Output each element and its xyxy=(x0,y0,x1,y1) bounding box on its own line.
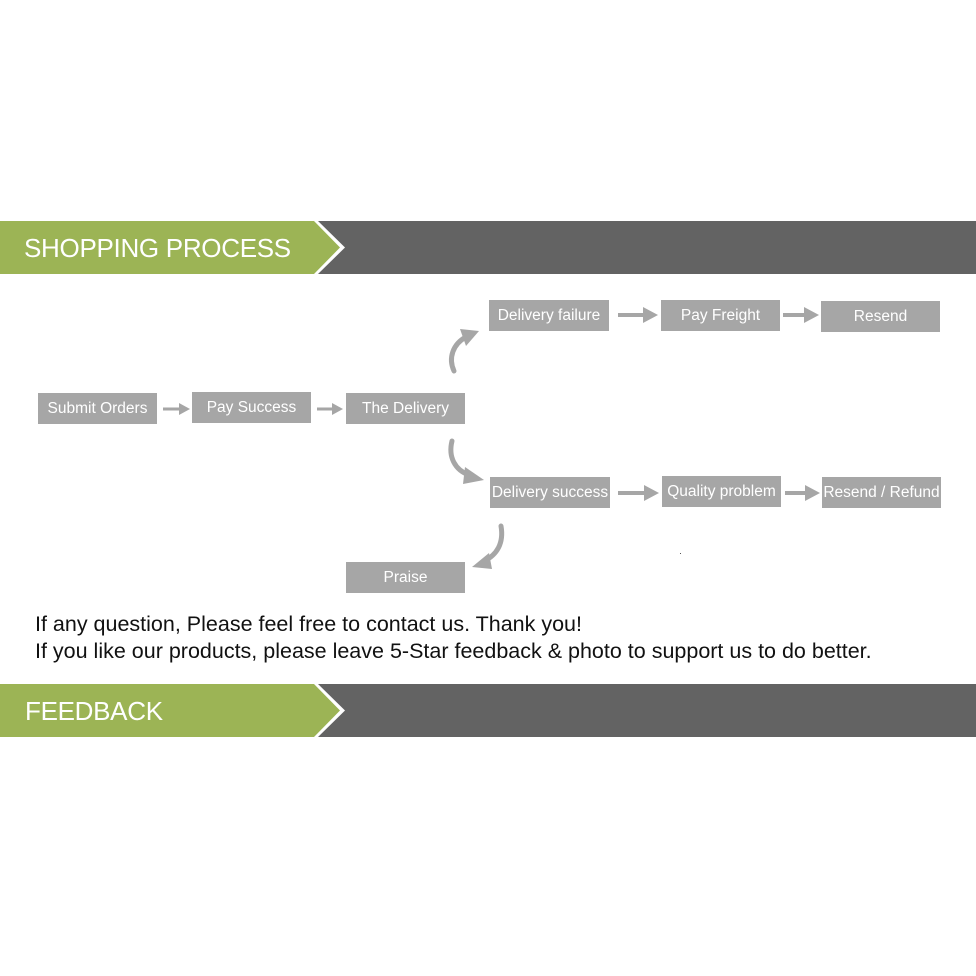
step-delivery-success: Delivery success xyxy=(490,477,610,508)
step-delivery-failure: Delivery failure xyxy=(489,300,609,331)
step-resend-refund: Resend / Refund xyxy=(822,477,941,508)
curved-arrow-to-delivery-success xyxy=(448,438,484,484)
feedback-banner: FEEDBACK xyxy=(0,684,976,737)
step-submit-orders: Submit Orders xyxy=(38,393,157,424)
step-pay-freight: Pay Freight xyxy=(661,300,780,331)
step-quality-problem: Quality problem xyxy=(662,476,781,507)
curved-arrow-to-praise xyxy=(472,523,505,569)
shopping-process-title: SHOPPING PROCESS xyxy=(24,233,291,263)
step-the-delivery: The Delivery xyxy=(346,393,465,424)
arrow-quality-to-refund xyxy=(785,485,820,501)
step-pay-success: Pay Success xyxy=(192,392,311,423)
banner-chevron xyxy=(0,221,345,274)
arrow-failure-to-freight xyxy=(618,307,658,323)
arrow-freight-to-resend xyxy=(783,307,819,323)
feedback-title: FEEDBACK xyxy=(25,696,163,726)
curved-arrow-to-delivery-failure xyxy=(449,329,479,374)
arrow-success-to-quality xyxy=(618,485,659,501)
step-praise: Praise xyxy=(346,562,465,593)
shopping-process-banner: SHOPPING PROCESS xyxy=(0,221,976,274)
arrow-pay-to-delivery xyxy=(317,403,343,415)
contact-message: If any question, Please feel free to con… xyxy=(35,612,582,636)
step-resend: Resend xyxy=(821,301,940,332)
arrow-submit-to-pay xyxy=(163,403,190,415)
banner-chevron xyxy=(0,684,345,737)
feedback-message: If you like our products, please leave 5… xyxy=(35,639,872,663)
stray-dot xyxy=(680,553,681,554)
